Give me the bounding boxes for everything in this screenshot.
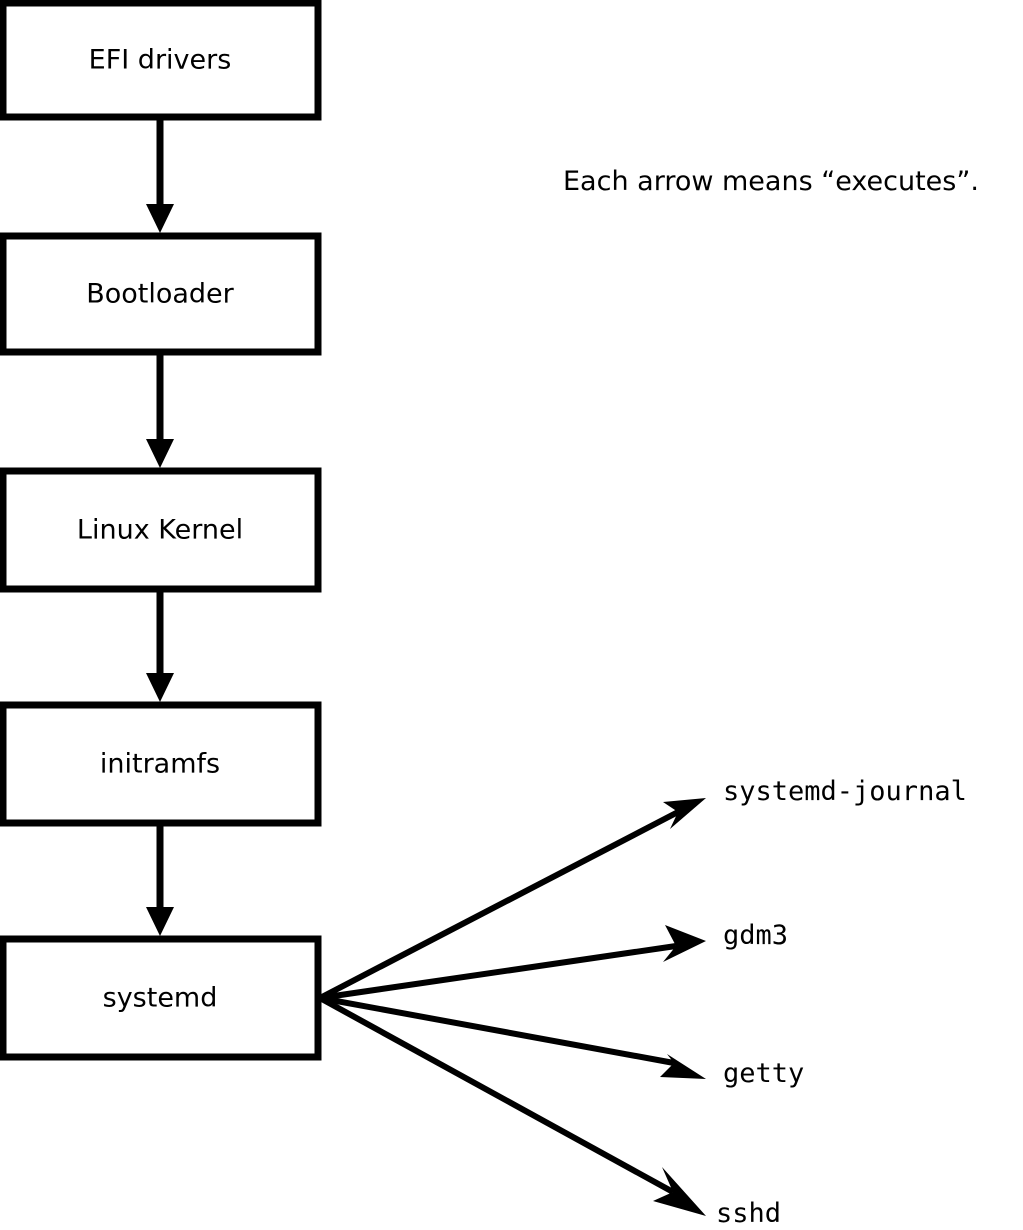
fanout-arrow-getty [319,995,706,1079]
fanout-arrows [318,798,706,1216]
fanout-line [318,809,680,1001]
legend-note: Each arrow means “executes”. [563,166,979,197]
connector-efi-to-bootloader [146,117,174,233]
node-box [0,935,322,1061]
fanout-line [319,995,675,1066]
node-label: initramfs [100,749,220,780]
fanout-line [318,995,675,1195]
leaf-label-getty: getty [723,1058,804,1089]
fanout-line [319,943,677,1001]
node-efi-drivers[interactable]: EFI drivers [0,0,322,121]
node-label: EFI drivers [89,45,232,76]
node-systemd[interactable]: systemd [0,935,322,1061]
node-label: systemd [103,983,218,1014]
node-box [0,701,322,827]
fanout-arrow-gdm3 [319,925,706,1001]
arrow-head-down-icon [146,439,174,468]
arrow-head-icon [660,1054,706,1079]
arrow-head-icon [663,925,706,962]
node-box [0,467,322,593]
node-bootloader[interactable]: Bootloader [0,232,322,356]
connector-kernel-to-initramfs [146,589,174,702]
connector-initramfs-to-systemd [146,823,174,936]
arrow-head-down-icon [146,907,174,936]
arrow-head-down-icon [146,204,174,233]
fanout-arrow-sshd [318,995,706,1216]
fanout-labels: systemd-journal gdm3 getty sshd [716,776,967,1229]
node-box [0,0,322,121]
node-linux-kernel[interactable]: Linux Kernel [0,467,322,593]
node-initramfs[interactable]: initramfs [0,701,322,827]
arrow-head-down-icon [146,673,174,702]
connector-bootloader-to-kernel [146,352,174,468]
leaf-label-sshd: sshd [716,1198,781,1229]
chain-connectors [146,117,174,936]
fanout-arrow-systemd-journal [318,798,706,1001]
node-label: Bootloader [86,279,234,310]
arrow-head-icon [663,798,706,829]
node-box [0,232,322,356]
leaf-label-gdm3: gdm3 [723,920,788,951]
leaf-label-systemd-journal: systemd-journal [723,776,967,807]
node-label: Linux Kernel [77,515,243,546]
arrow-head-icon [653,1167,706,1216]
